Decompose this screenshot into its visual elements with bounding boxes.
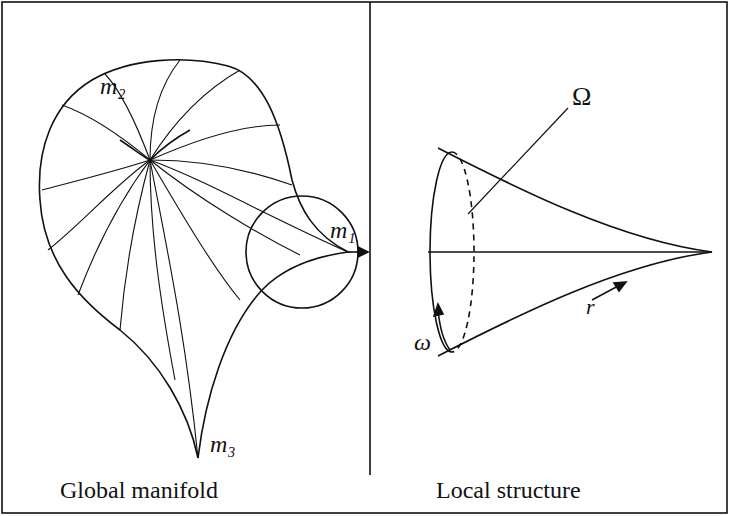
point-label: m₂ xyxy=(100,74,126,98)
omega-leader xyxy=(468,108,568,214)
flow-lines xyxy=(42,60,348,458)
symbol-label: r xyxy=(586,296,595,318)
point-label: m₁ xyxy=(330,218,356,242)
symbol-label: ω xyxy=(414,330,431,354)
section-front xyxy=(430,152,452,352)
point-label: m₃ xyxy=(210,432,236,456)
manifold-outline xyxy=(39,60,348,458)
omega-arrowhead xyxy=(434,304,443,316)
panel-caption: Local structure xyxy=(436,478,581,502)
r-arrowhead xyxy=(614,282,626,291)
symbol-label: Ω xyxy=(572,84,591,110)
omega-arrow xyxy=(438,310,450,350)
panel-divider xyxy=(369,2,371,475)
section-back xyxy=(452,152,474,352)
panel-caption: Global manifold xyxy=(60,478,218,502)
zoom-arrowhead xyxy=(358,247,368,257)
cusp-axis xyxy=(428,251,712,253)
zoom-circle xyxy=(246,196,358,308)
